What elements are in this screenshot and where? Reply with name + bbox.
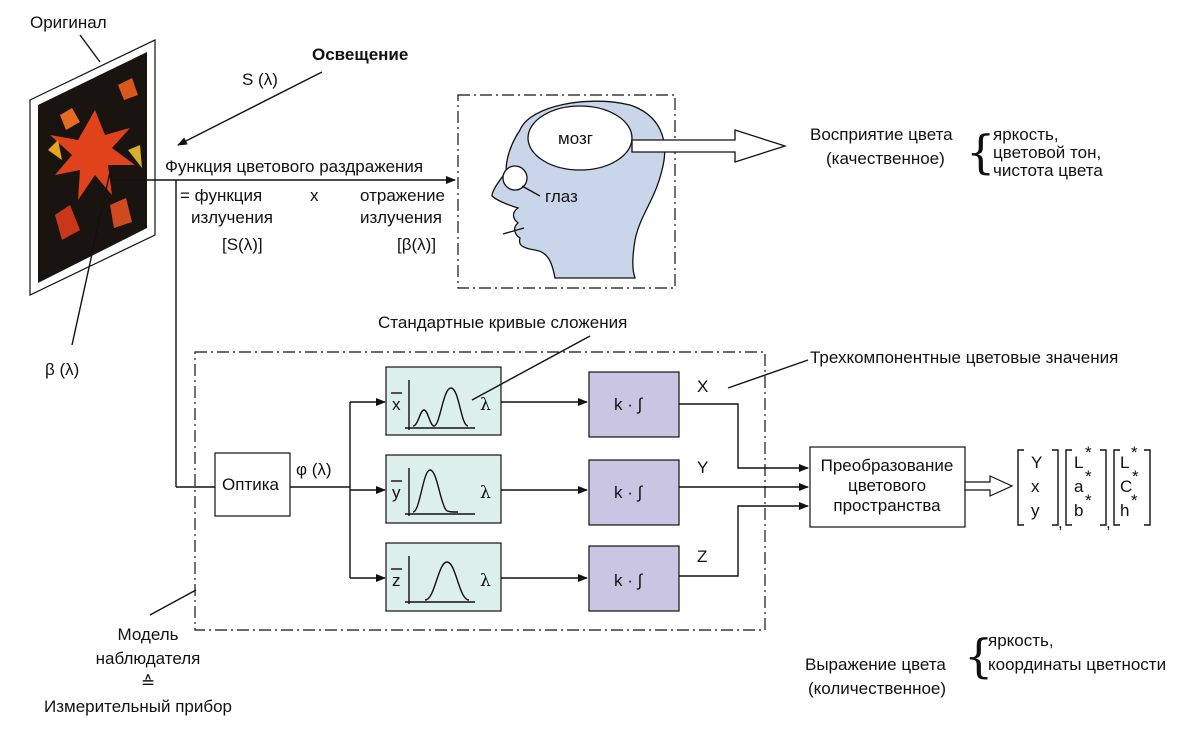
svg-text:*: * [1131, 491, 1138, 510]
transform-line-1: Преобразование [821, 456, 954, 475]
vector-2-item-1: L [1074, 453, 1083, 472]
label-std-curves: Стандартные кривые сложения [378, 313, 627, 332]
optics-label: Оптика [222, 475, 280, 494]
perception-item-2: цветовой тон, [993, 143, 1101, 162]
vector-1-item-3: y [1031, 501, 1040, 520]
leaf-illustration [48, 78, 142, 240]
pointer-original [79, 34, 101, 63]
svg-text:*: * [1085, 443, 1092, 462]
ybar-curve-box [385, 454, 502, 524]
ybar-label: y [392, 483, 401, 502]
vector-comma-2: , [1106, 513, 1111, 532]
perception-box [457, 94, 676, 289]
label-reflection: отражение [360, 186, 445, 205]
ybar-lambda: λ [480, 483, 491, 503]
expression-brace: { [964, 629, 993, 683]
label-stimulus-function: Функция цветового раздражения [165, 157, 423, 176]
label-beta-bracket: [β(λ)] [397, 235, 436, 254]
output-z-label: Z [697, 547, 707, 566]
vector-lab: L * a * b * [1065, 443, 1107, 526]
vector-2-item-3: b [1074, 501, 1083, 520]
optics-box [214, 452, 291, 517]
label-brain: мозг [558, 129, 593, 148]
vector-yxy: Y x y [1017, 449, 1059, 526]
perception-item-1: яркость, [993, 125, 1059, 144]
perception-sub: (качественное) [826, 149, 945, 168]
observer-line-4: Измерительный прибор [44, 697, 232, 716]
z-to-transform [679, 502, 809, 577]
expression-title: Выражение цвета [805, 655, 946, 674]
label-s-bracket: [S(λ)] [222, 235, 263, 254]
svg-text:*: * [1131, 443, 1138, 462]
observer-line-2: наблюдателя [96, 649, 201, 668]
brain-shape [527, 105, 633, 171]
zbar-curve-box [385, 542, 502, 612]
xbar-lambda: λ [480, 395, 491, 415]
observer-model-box [194, 351, 766, 631]
label-tristimulus: Трехкомпонентные цветовые значения [810, 348, 1118, 367]
perception-arrow [631, 129, 788, 163]
vector-1-item-2: x [1031, 477, 1040, 496]
svg-text:*: * [1085, 491, 1092, 510]
vector-1-item-1: Y [1031, 453, 1042, 472]
vector-3-item-3: h [1120, 501, 1129, 520]
integrator-z-label: k · ∫ [614, 571, 644, 590]
pointer-beta [71, 171, 111, 346]
zbar-lambda: λ [480, 571, 491, 591]
x-to-transform [679, 403, 809, 472]
svg-text:*: * [1085, 467, 1092, 486]
integrator-y-box [588, 459, 680, 526]
perception-item-3: чистота цвета [993, 161, 1103, 180]
expression-sub: (количественное) [808, 679, 946, 698]
vector-2-item-2: a [1074, 477, 1084, 496]
expression-item-2: координаты цветности [988, 655, 1166, 674]
zbar-label: z [392, 571, 401, 590]
pointer-std-curves [471, 335, 591, 401]
label-beta-lambda: β (λ) [45, 360, 79, 379]
original-photo [29, 39, 156, 296]
vector-lch: L * C * h * [1113, 443, 1151, 526]
label-radiation-2: излучения [360, 208, 442, 227]
transform-line-2: цветового [848, 476, 926, 495]
pointer-observer [149, 589, 197, 616]
integrator-x-box [588, 371, 680, 438]
output-y-label: Y [697, 458, 708, 477]
eye-shape [502, 165, 528, 191]
head-illustration [491, 100, 666, 279]
expression-item-1: яркость, [988, 631, 1054, 650]
vector-3-item-2: C [1120, 477, 1132, 496]
observer-line-1: Модель [117, 625, 178, 644]
vector-comma-1: , [1058, 513, 1063, 532]
perception-title: Восприятие цвета [810, 125, 953, 144]
transform-output-arrow [964, 475, 1014, 497]
label-eq-function: = функция [180, 186, 262, 205]
xbar-label: x [392, 395, 401, 414]
illumination-arrow [177, 71, 323, 146]
observer-line-3: ≙ [141, 673, 155, 692]
label-times: x [310, 186, 319, 205]
integrator-z-box [588, 545, 680, 612]
label-illumination: Освещение [312, 45, 408, 64]
label-original: Оригинал [30, 13, 107, 32]
pointer-tristimulus [727, 359, 809, 389]
label-phi-lambda: φ (λ) [296, 460, 332, 479]
transform-line-3: пространства [833, 496, 941, 515]
integrator-y-label: k · ∫ [614, 483, 644, 502]
svg-text:*: * [1132, 467, 1139, 486]
label-s-lambda: S (λ) [242, 70, 278, 89]
perception-brace: { [966, 125, 995, 179]
output-x-label: X [697, 377, 708, 396]
label-radiation-1: излучения [191, 208, 273, 227]
label-eye: глаз [545, 187, 578, 206]
vector-3-item-1: L [1120, 453, 1129, 472]
integrator-x-label: k · ∫ [614, 395, 644, 414]
